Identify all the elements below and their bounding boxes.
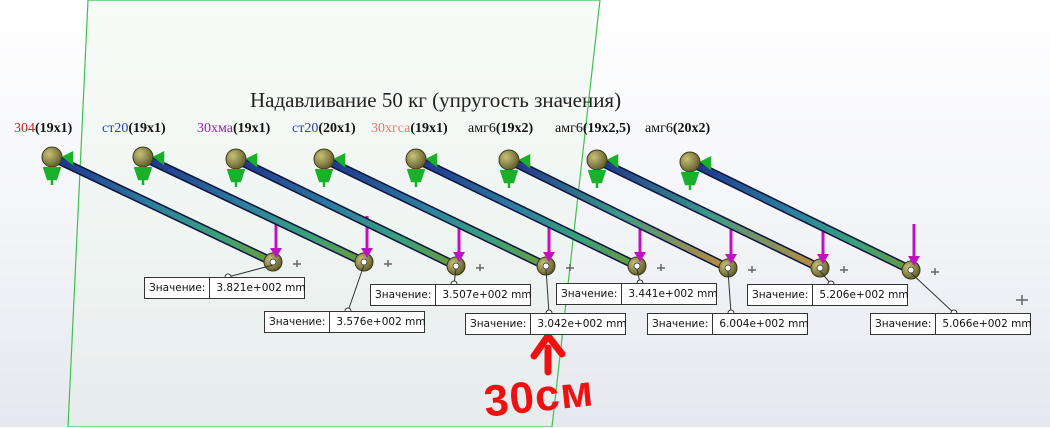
displacement-callout-5[interactable]: Значение: 3.441e+002 mm bbox=[556, 283, 718, 305]
fixture-icon bbox=[42, 150, 74, 185]
displacement-callout-1[interactable]: Значение: 3.821e+002 mm bbox=[144, 277, 306, 299]
material-name: 30хма bbox=[197, 121, 233, 136]
callout-value: 3.042e+002 mm bbox=[537, 318, 627, 330]
pin-icon bbox=[293, 260, 301, 267]
material-name: амг6 bbox=[645, 121, 673, 136]
callout-value: 5.066e+002 mm bbox=[942, 318, 1032, 330]
fixture-icon bbox=[314, 152, 346, 187]
callout-key: Значение: bbox=[145, 278, 211, 298]
rod-dimensions: (19x2,5) bbox=[582, 121, 631, 136]
rod-4[interactable] bbox=[313, 148, 574, 276]
fixture-icon bbox=[133, 150, 165, 185]
callout-key: Значение: bbox=[557, 284, 623, 304]
displacement-callout-4[interactable]: Значение: 3.042e+002 mm bbox=[465, 313, 627, 335]
pin-icon bbox=[476, 264, 484, 271]
fixture-icon bbox=[499, 153, 531, 188]
fixed-joint-icon bbox=[132, 146, 154, 168]
rod-2[interactable] bbox=[132, 146, 392, 272]
callout-key: Значение: bbox=[748, 285, 814, 305]
fixed-joint-icon bbox=[679, 151, 701, 173]
rod-label-4: ст20(20x1) bbox=[292, 121, 356, 137]
material-name: амг6 bbox=[555, 121, 583, 136]
callout-value: 3.441e+002 mm bbox=[628, 288, 718, 300]
pin-icon bbox=[748, 266, 756, 273]
callout-key: Значение: bbox=[871, 314, 937, 334]
rod-label-2: ст20(19x1) bbox=[102, 121, 166, 137]
pin-icon bbox=[840, 266, 848, 273]
callout-value: 3.576e+002 mm bbox=[336, 316, 426, 328]
fixed-joint-icon bbox=[41, 146, 63, 168]
pin-icon bbox=[657, 264, 665, 271]
displacement-callout-2[interactable]: Значение: 3.576e+002 mm bbox=[264, 311, 426, 333]
rod-7[interactable] bbox=[586, 149, 848, 278]
material-name: ст20 bbox=[292, 121, 319, 136]
rod-label-8: амг6(20x2) bbox=[645, 121, 710, 137]
force-arrow-icon bbox=[908, 224, 920, 266]
rod-6[interactable] bbox=[498, 149, 756, 278]
fixture-icon bbox=[587, 153, 619, 188]
pin-icon bbox=[384, 260, 392, 267]
rod-dimensions: (20x1) bbox=[318, 121, 356, 136]
rod-label-3: 30хма(19x1) bbox=[197, 121, 270, 137]
displacement-callout-7[interactable]: Значение: 5.206e+002 mm bbox=[747, 284, 909, 306]
rod-5[interactable] bbox=[405, 148, 665, 276]
callout-key: Значение: bbox=[466, 314, 532, 334]
leader-line bbox=[227, 264, 274, 278]
leader-line bbox=[545, 268, 550, 314]
rod-3[interactable] bbox=[225, 148, 484, 276]
material-name: ст20 bbox=[102, 121, 129, 136]
pin-icon bbox=[931, 268, 939, 275]
callout-key: Значение: bbox=[265, 312, 331, 332]
callout-value: 3.821e+002 mm bbox=[216, 282, 306, 294]
rod-dimensions: (19x1) bbox=[232, 121, 271, 136]
fixture-icon bbox=[226, 152, 258, 187]
fixed-joint-icon bbox=[405, 148, 427, 170]
red-arrow-icon bbox=[530, 332, 566, 376]
rod-8[interactable] bbox=[679, 151, 939, 280]
rod-label-1: 304(19x1) bbox=[14, 121, 72, 137]
leader-line bbox=[727, 270, 732, 314]
fixed-joint-icon bbox=[498, 149, 520, 171]
rod-dimensions: (19x1) bbox=[128, 121, 166, 136]
callout-value: 6.004e+002 mm bbox=[719, 318, 809, 330]
rod-dimensions: (19x1) bbox=[35, 121, 73, 136]
material-name: 304 bbox=[14, 121, 35, 136]
callout-value: 5.206e+002 mm bbox=[819, 289, 909, 301]
displacement-callout-3[interactable]: Значение: 3.507e+002 mm bbox=[370, 284, 532, 306]
fixed-joint-icon bbox=[586, 149, 608, 171]
leader-line bbox=[347, 264, 365, 312]
displacement-callout-6[interactable]: Значение: 6.004e+002 mm bbox=[647, 313, 809, 335]
rod-dimensions: (19x2) bbox=[495, 121, 534, 136]
rod-1[interactable] bbox=[41, 146, 301, 272]
rod-label-6: амг6(19x2) bbox=[468, 121, 533, 137]
callout-key: Значение: bbox=[648, 314, 714, 334]
fixed-joint-icon bbox=[313, 148, 335, 170]
callout-key: Значение: bbox=[371, 285, 437, 305]
material-name: амг6 bbox=[468, 121, 496, 136]
rod-label-5: 30хгса(19x1) bbox=[371, 121, 448, 137]
rod-dimensions: (19x1) bbox=[410, 121, 448, 136]
material-name: 30хгса bbox=[371, 121, 411, 136]
pin-icon bbox=[1016, 295, 1028, 305]
callout-value: 3.507e+002 mm bbox=[442, 289, 532, 301]
fixture-icon bbox=[406, 152, 438, 187]
displacement-callout-8[interactable]: Значение: 5.066e+002 mm bbox=[870, 313, 1032, 335]
pin-icon bbox=[566, 264, 574, 271]
fixture-icon bbox=[680, 155, 712, 190]
chart-title: Надавливание 50 кг (упругость значения) bbox=[250, 88, 622, 112]
rod-label-7: амг6(19x2,5) bbox=[555, 121, 631, 137]
leader-line bbox=[910, 272, 955, 314]
fixed-joint-icon bbox=[225, 148, 247, 170]
rod-dimensions: (20x2) bbox=[672, 121, 711, 136]
